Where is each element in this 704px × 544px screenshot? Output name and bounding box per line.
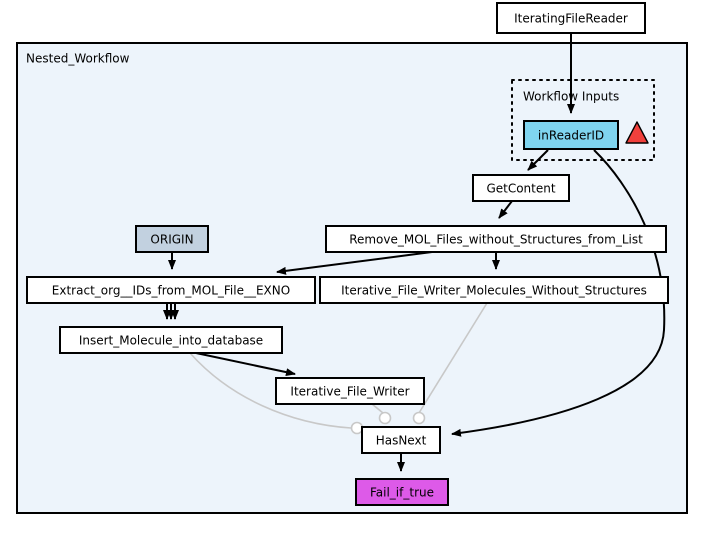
edge-insert-molecule-to-iterative-file-writer	[195, 352, 296, 377]
warning-triangle-icon	[625, 121, 649, 144]
node-extract-org-ids[interactable]: Extract_org__IDs_from_MOL_File__EXNO	[26, 276, 316, 304]
node-extract-org-ids-label: Extract_org__IDs_from_MOL_File__EXNO	[52, 284, 290, 298]
node-fail-if-true[interactable]: Fail_if_true	[355, 478, 449, 506]
node-iterative-writer-molecules[interactable]: Iterative_File_Writer_Molecules_Without_…	[319, 276, 669, 304]
node-inreaderid[interactable]: inReaderID	[523, 120, 619, 150]
node-hasnext-label: HasNext	[376, 434, 427, 448]
hasnext-port-left[interactable]	[350, 421, 364, 435]
node-iteratingfilereader-label: IteratingFileReader	[514, 12, 628, 26]
node-iterative-file-writer-label: Iterative_File_Writer	[290, 385, 409, 399]
node-getcontent[interactable]: GetContent	[472, 174, 570, 202]
node-iteratingfilereader[interactable]: IteratingFileReader	[496, 2, 646, 34]
edge-getcontent-to-remove-mol	[498, 200, 513, 219]
node-remove-mol-files-label: Remove_MOL_Files_without_Structures_from…	[349, 233, 643, 247]
node-iterative-file-writer[interactable]: Iterative_File_Writer	[275, 377, 425, 405]
node-fail-if-true-label: Fail_if_true	[370, 486, 434, 500]
edge-inreaderid-to-getcontent	[527, 149, 549, 171]
node-iterative-writer-molecules-label: Iterative_File_Writer_Molecules_Without_…	[341, 284, 647, 298]
node-remove-mol-files[interactable]: Remove_MOL_Files_without_Structures_from…	[325, 225, 667, 253]
hasnext-port-top-left[interactable]	[378, 411, 392, 425]
hasnext-port-top-right[interactable]	[412, 411, 426, 425]
node-inreaderid-label: inReaderID	[538, 129, 604, 143]
edge-iterative-file-writer-to-hasnext-port	[371, 403, 384, 414]
cluster-title-label: Nested_Workflow	[26, 52, 130, 66]
node-insert-molecule-label: Insert_Molecule_into_database	[79, 334, 263, 348]
node-origin-label: ORIGIN	[150, 233, 193, 247]
node-insert-molecule[interactable]: Insert_Molecule_into_database	[59, 326, 283, 354]
node-hasnext[interactable]: HasNext	[361, 426, 441, 454]
node-getcontent-label: GetContent	[486, 182, 555, 196]
node-origin[interactable]: ORIGIN	[135, 225, 209, 253]
edge-insert-molecule-to-hasnext-port	[189, 352, 352, 429]
edge-inreaderid-to-hasnext	[451, 149, 666, 437]
edge-remove-mol-to-extract-org	[276, 251, 433, 275]
edge-iterative-writer-mol-to-hasnext-port	[418, 302, 488, 414]
